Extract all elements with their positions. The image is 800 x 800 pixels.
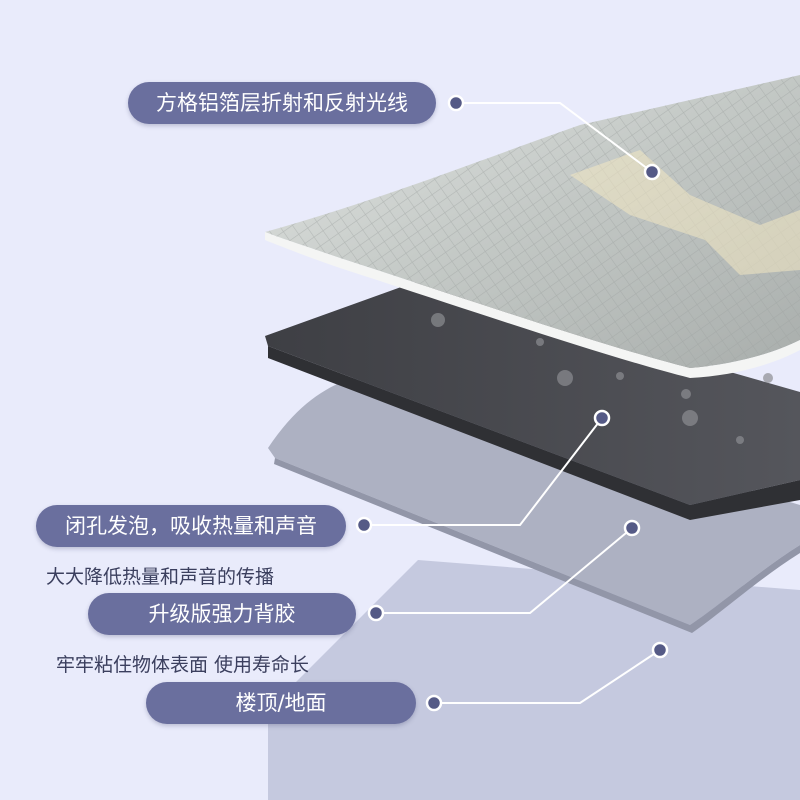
surface-layer-label: 楼顶/地面: [146, 682, 416, 724]
adhesive-layer: [268, 375, 800, 625]
leader-lines: [366, 102, 661, 704]
leader-markers: [355, 94, 669, 712]
foam-layer-description: 大大降低热量和声音的传播: [46, 566, 275, 588]
foam-edge: [268, 346, 800, 520]
foam-layer: [265, 282, 800, 505]
adhesive-layer-label: 升级版强力背胶: [88, 593, 356, 635]
foam-layer-label: 闭孔发泡，吸收热量和声音: [36, 505, 346, 547]
foil-layer-label: 方格铝箔层折射和反射光线: [128, 82, 436, 124]
foil-glow: [570, 150, 800, 275]
adhesive-layer-description: 牢牢粘住物体表面 使用寿命长: [56, 654, 310, 676]
foil-grid: [265, 75, 800, 368]
foil-edge: [265, 232, 800, 378]
foam-cells: [431, 313, 773, 444]
